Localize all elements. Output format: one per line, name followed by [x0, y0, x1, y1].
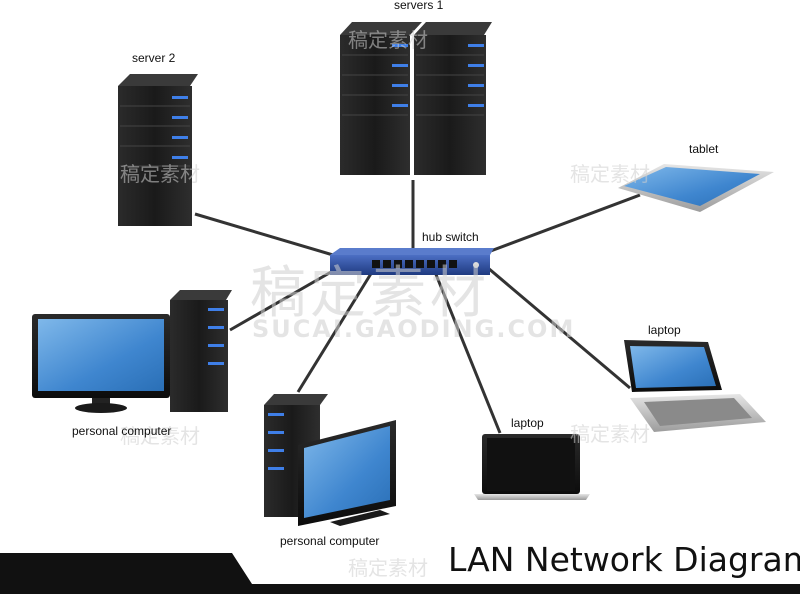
laptop-right-icon: [624, 340, 766, 432]
label-hub-switch: hub switch: [422, 230, 479, 244]
label-laptop-right: laptop: [648, 323, 681, 337]
cable-tablet: [487, 193, 641, 254]
label-tablet: tablet: [689, 142, 719, 156]
watermark-text: 稿定素材: [570, 422, 650, 446]
label-laptop-bottom: laptop: [511, 416, 544, 430]
cable-server2: [194, 212, 334, 257]
cable-pc-bottom: [296, 271, 374, 393]
title-banner: [0, 553, 800, 594]
label-pc-bottom: personal computer: [280, 534, 380, 548]
pc-left-icon: [32, 290, 232, 413]
watermark-text-large: 稿定素材: [250, 261, 490, 326]
cable-laptop-bottom: [433, 271, 502, 434]
server2-icon: [118, 74, 198, 226]
label-server2: server 2: [132, 51, 176, 65]
hub-switch-icon: [330, 248, 494, 275]
pc-bottom-icon: [264, 394, 396, 526]
watermark-text: 稿定素材: [348, 556, 428, 580]
cables: [194, 180, 641, 434]
servers1-icon: [340, 22, 492, 175]
watermark-url: SUCAI.GAODING.COM: [252, 315, 576, 343]
diagram-title: LAN Network Diagram: [448, 540, 800, 579]
cable-pc-left: [229, 266, 339, 332]
laptop-bottom-icon: [474, 434, 590, 500]
label-pc-left: personal computer: [72, 424, 172, 438]
cable-laptop-right: [487, 266, 631, 390]
watermark-text: 稿定素材: [348, 28, 428, 52]
watermark-text: 稿定素材: [120, 162, 200, 186]
watermark-text: 稿定素材: [120, 424, 200, 448]
watermark-text: 稿定素材: [570, 162, 650, 186]
label-servers1: servers 1: [394, 0, 444, 12]
tablet-icon: [618, 164, 774, 212]
